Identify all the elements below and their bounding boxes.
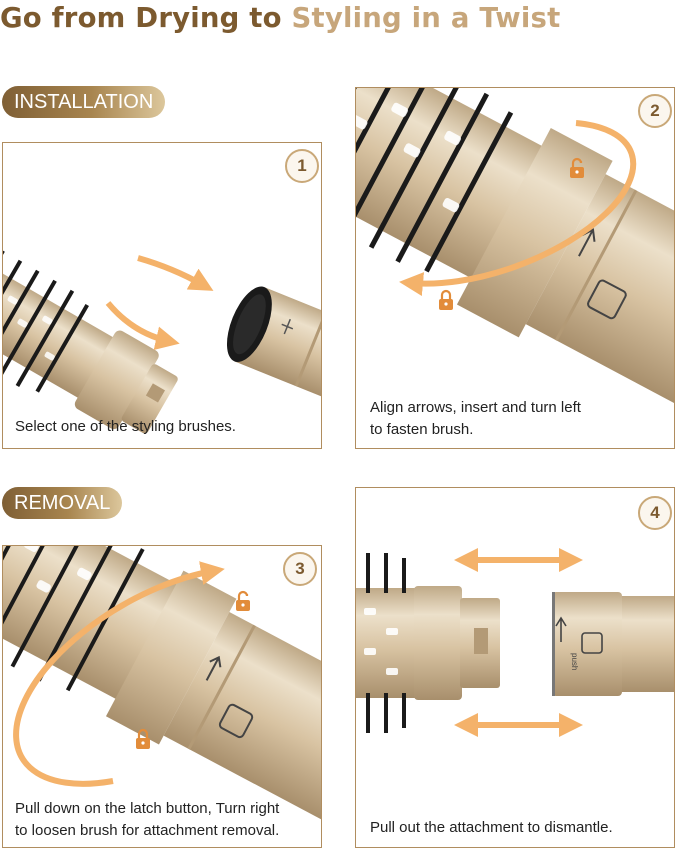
- step-4-number: 4: [638, 496, 672, 530]
- step-1-number: 1: [285, 149, 319, 183]
- step-3-panel: 3 Pull down on the latch button, Turn ri…: [2, 545, 322, 848]
- lock-icon: [437, 289, 455, 312]
- step-4-illustration: push: [356, 548, 674, 737]
- handle-icon: [226, 286, 321, 448]
- handle-icon: push: [552, 592, 674, 696]
- step-1-caption: Select one of the styling brushes.: [15, 418, 236, 435]
- step-3-illustration: [3, 546, 321, 847]
- step-4-caption: Pull out the attachment to dismantle.: [370, 819, 613, 836]
- removal-section-tag: REMOVAL: [2, 487, 123, 519]
- curved-arrow-icon: [399, 120, 637, 297]
- step-1-panel: 1 Select one of the styling brushes.: [2, 142, 322, 449]
- step-2-number: 2: [638, 94, 672, 128]
- curved-arrow-icon: [137, 255, 214, 291]
- curved-arrow-icon: [105, 301, 180, 351]
- device-push-label: push: [570, 653, 579, 670]
- step-3-caption-line-1: Pull down on the latch button, Turn righ…: [15, 800, 280, 817]
- step-2-caption: Align arrows, insert and turn left to fa…: [370, 397, 581, 441]
- installation-section-tag: INSTALLATION: [2, 86, 166, 118]
- step-2-caption-line-1: Align arrows, insert and turn left: [370, 399, 581, 416]
- step-2-panel: 2 Align arrows, insert and turn left to …: [355, 87, 675, 449]
- round-brush-icon: [3, 247, 178, 434]
- curved-arrow-icon: [13, 561, 225, 787]
- step-1-illustration: [3, 247, 321, 448]
- round-brush-icon: [356, 553, 500, 733]
- step-3-caption: Pull down on the latch button, Turn righ…: [15, 798, 279, 842]
- step-3-number: 3: [283, 552, 317, 586]
- step-3-caption-line-2: to loosen brush for attachment removal.: [15, 822, 280, 839]
- handle-icon: [163, 612, 321, 847]
- title-part-light: Styling in a Twist: [291, 2, 561, 34]
- round-brush-icon: [3, 546, 179, 700]
- step-2-illustration: [356, 88, 674, 447]
- round-brush-icon: [356, 88, 546, 281]
- step-2-caption-line-2: to fasten brush.: [370, 421, 474, 438]
- step-4-panel: push 4 Pull out the attachment to disman…: [355, 487, 675, 848]
- title-part-dark: Go from Drying to: [0, 2, 292, 34]
- handle-icon: [525, 174, 674, 447]
- page-title: Go from Drying to Styling in a Twist: [0, 0, 679, 36]
- unlock-icon: [234, 590, 252, 613]
